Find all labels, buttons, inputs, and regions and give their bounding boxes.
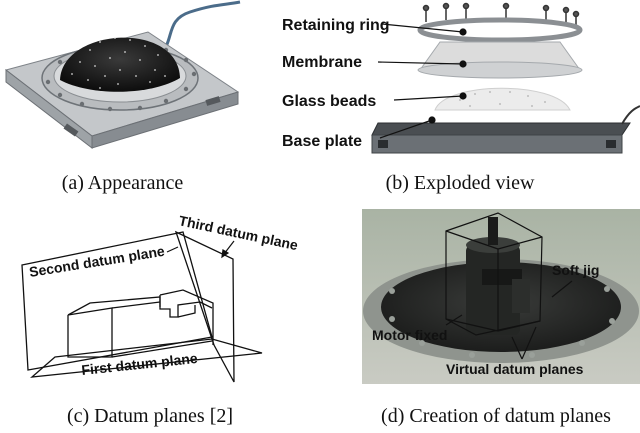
label-third-datum-plane: Third datum plane (177, 212, 299, 253)
label-retaining-ring: Retaining ring (282, 17, 390, 34)
caption-d: (d) Creation of datum planes (381, 405, 611, 427)
label-membrane: Membrane (282, 54, 362, 71)
label-base-plate: Base plate (282, 133, 362, 150)
creation-photo: Soft jig Motor fixed Virtual datum plane… (362, 209, 640, 384)
label-second-datum-plane: Second datum plane (28, 243, 166, 280)
caption-b: (b) Exploded view (385, 172, 535, 194)
first-datum-plane (30, 338, 263, 378)
screws (422, 2, 580, 28)
panel-datum-planes: Third datum plane Second datum plane Fir… (0, 205, 320, 385)
appearance-illustration (4, 0, 241, 150)
base-plate-part (371, 122, 631, 136)
panel-creation-photo: Soft jig Motor fixed Virtual datum plane… (362, 209, 640, 384)
caption-a: (a) Appearance (61, 172, 184, 194)
datum-planes-diagram: Third datum plane Second datum plane Fir… (21, 212, 300, 383)
panel-exploded-view: Retaining ring Membrane Glass beads Base… (270, 0, 640, 165)
panel-appearance (0, 0, 245, 165)
motor-body (466, 245, 520, 335)
retaining-ring-part (417, 17, 583, 43)
exploded-view-illustration: Retaining ring Membrane Glass beads Base… (282, 2, 640, 154)
label-glass-beads: Glass beads (282, 93, 376, 110)
label-motor-fixed: Motor fixed (372, 327, 447, 343)
caption-c: (c) Datum planes [2] (66, 405, 234, 427)
label-virtual-datum-planes: Virtual datum planes (446, 361, 584, 377)
cable (158, 0, 241, 57)
third-datum-plane (174, 230, 235, 383)
label-first-datum-plane: First datum plane (81, 350, 199, 378)
membrane-dome (60, 37, 180, 92)
base-plate-side (91, 91, 239, 149)
glass-beads-part (434, 87, 571, 111)
label-soft-jig: Soft jig (552, 262, 599, 278)
workpiece-block (67, 289, 214, 358)
second-datum-plane (21, 231, 213, 371)
